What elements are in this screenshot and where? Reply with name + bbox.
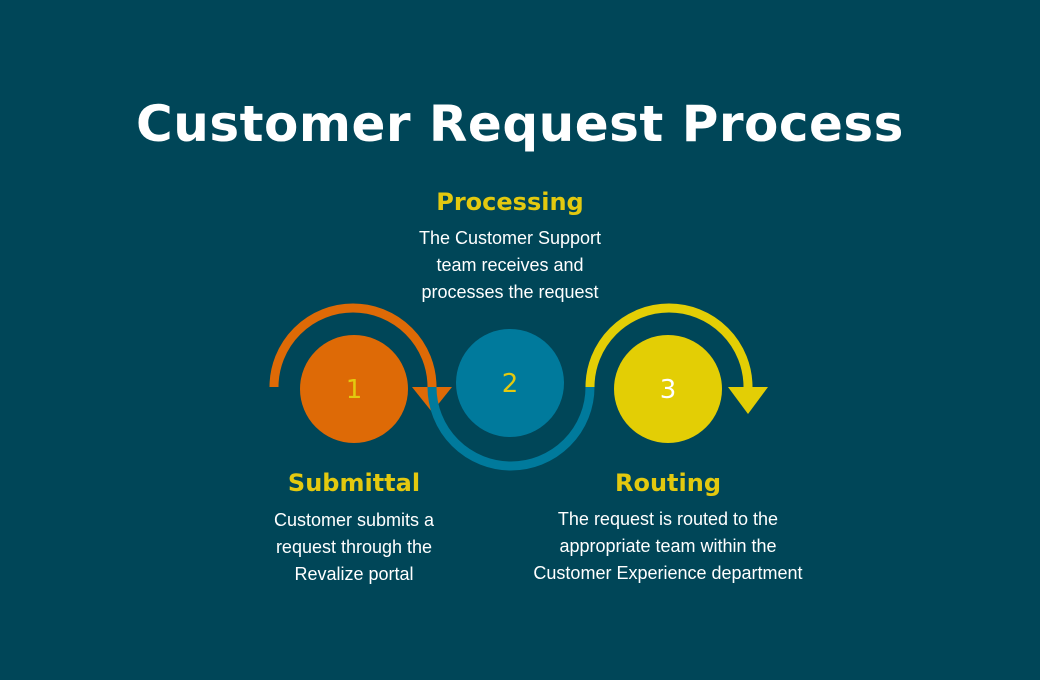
step-1-description-line: request through the (275, 537, 433, 557)
step-2-description-line: processes the request (421, 282, 599, 302)
step-3-circle (614, 335, 722, 443)
step-2-heading: Processing (436, 188, 584, 216)
step-1-description-line: Customer submits a (273, 510, 435, 530)
step-3-description: The request is routed to the appropriate… (508, 506, 828, 587)
step-3-description-line: The request is routed to the (557, 509, 779, 529)
step-3-number: 3 (660, 375, 677, 405)
step-3-description-line: Customer Experience department (533, 563, 803, 583)
step-1-description-line: Revalize portal (294, 564, 414, 584)
step-2-description-line: team receives and (436, 255, 584, 275)
step-2-description: The Customer Support team receives and p… (360, 225, 660, 306)
page-title: Customer Request Process (136, 95, 904, 153)
step-3-arrow (585, 303, 768, 414)
step-2-number: 2 (502, 369, 519, 399)
step-1-number: 1 (346, 375, 363, 405)
step-2-description-line: The Customer Support (418, 228, 602, 248)
step-2-circle (456, 329, 564, 437)
step-3-heading: Routing (614, 469, 722, 497)
step-1-description: Customer submits a request through the R… (224, 507, 484, 588)
step-2-arrow (427, 386, 595, 471)
step-3-description-line: appropriate team within the (559, 536, 777, 556)
step-1-circle (300, 335, 408, 443)
step-1-heading: Submittal (287, 469, 421, 497)
